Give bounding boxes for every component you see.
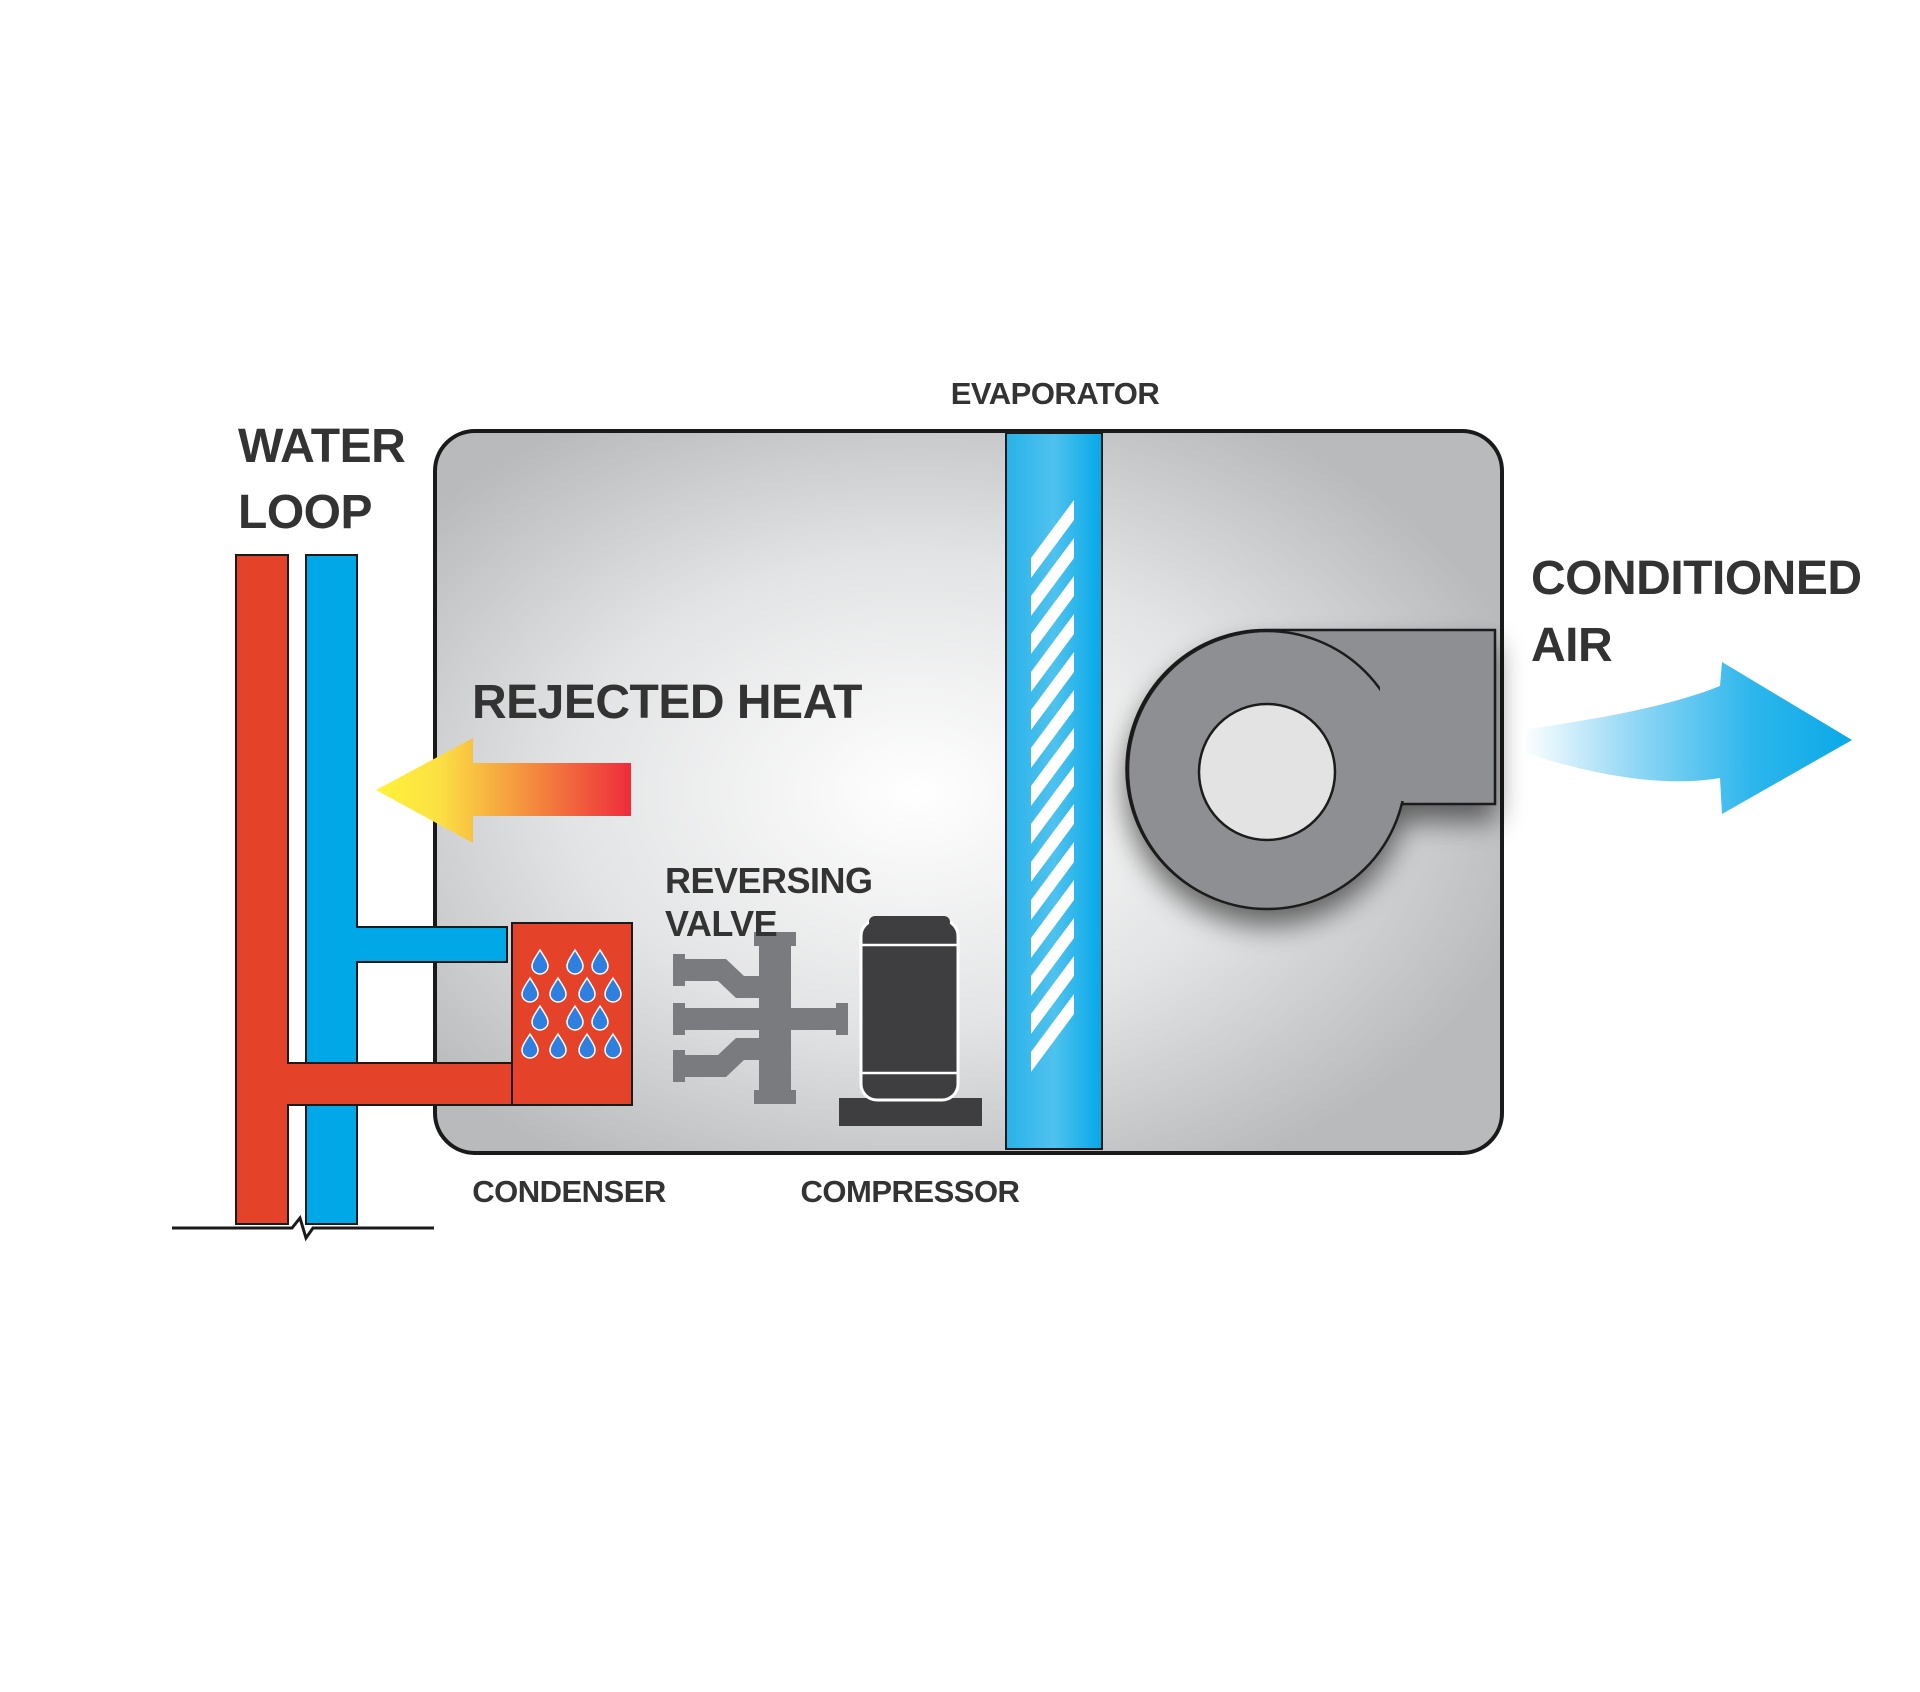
reversing-valve-label-line1: REVERSING [665, 860, 873, 901]
blower-hub [1197, 702, 1337, 842]
water-loop-label-line2: LOOP [238, 486, 372, 539]
water-loop-label-line1: WATER [238, 420, 405, 473]
conditioned-air-label-line2: AIR [1531, 619, 1612, 672]
cold-water-pipe [305, 554, 508, 1225]
evaporator-fins [1031, 500, 1074, 1072]
water-loop-pipes-icon [172, 554, 513, 1242]
conditioned-air-label-line1: CONDITIONED [1531, 552, 1862, 605]
rejected-heat-arrow-icon [376, 738, 631, 843]
condenser-box-icon [511, 922, 633, 1106]
evaporator-coil-icon [1005, 432, 1103, 1150]
condenser-label: CONDENSER [472, 1174, 666, 1209]
reversing-valve-icon [673, 932, 848, 1104]
reversing-valve-label-line2: VALVE [665, 903, 777, 944]
compressor-icon [839, 916, 982, 1126]
rejected-heat-label: REJECTED HEAT [472, 676, 862, 729]
conditioned-air-arrow-icon [1522, 662, 1852, 814]
break-line [172, 1214, 434, 1242]
compressor-label: COMPRESSOR [801, 1174, 1020, 1209]
evaporator-label: EVAPORATOR [951, 376, 1160, 411]
blower-fan-icon [1125, 628, 1497, 911]
water-droplets-icon [521, 948, 622, 1059]
